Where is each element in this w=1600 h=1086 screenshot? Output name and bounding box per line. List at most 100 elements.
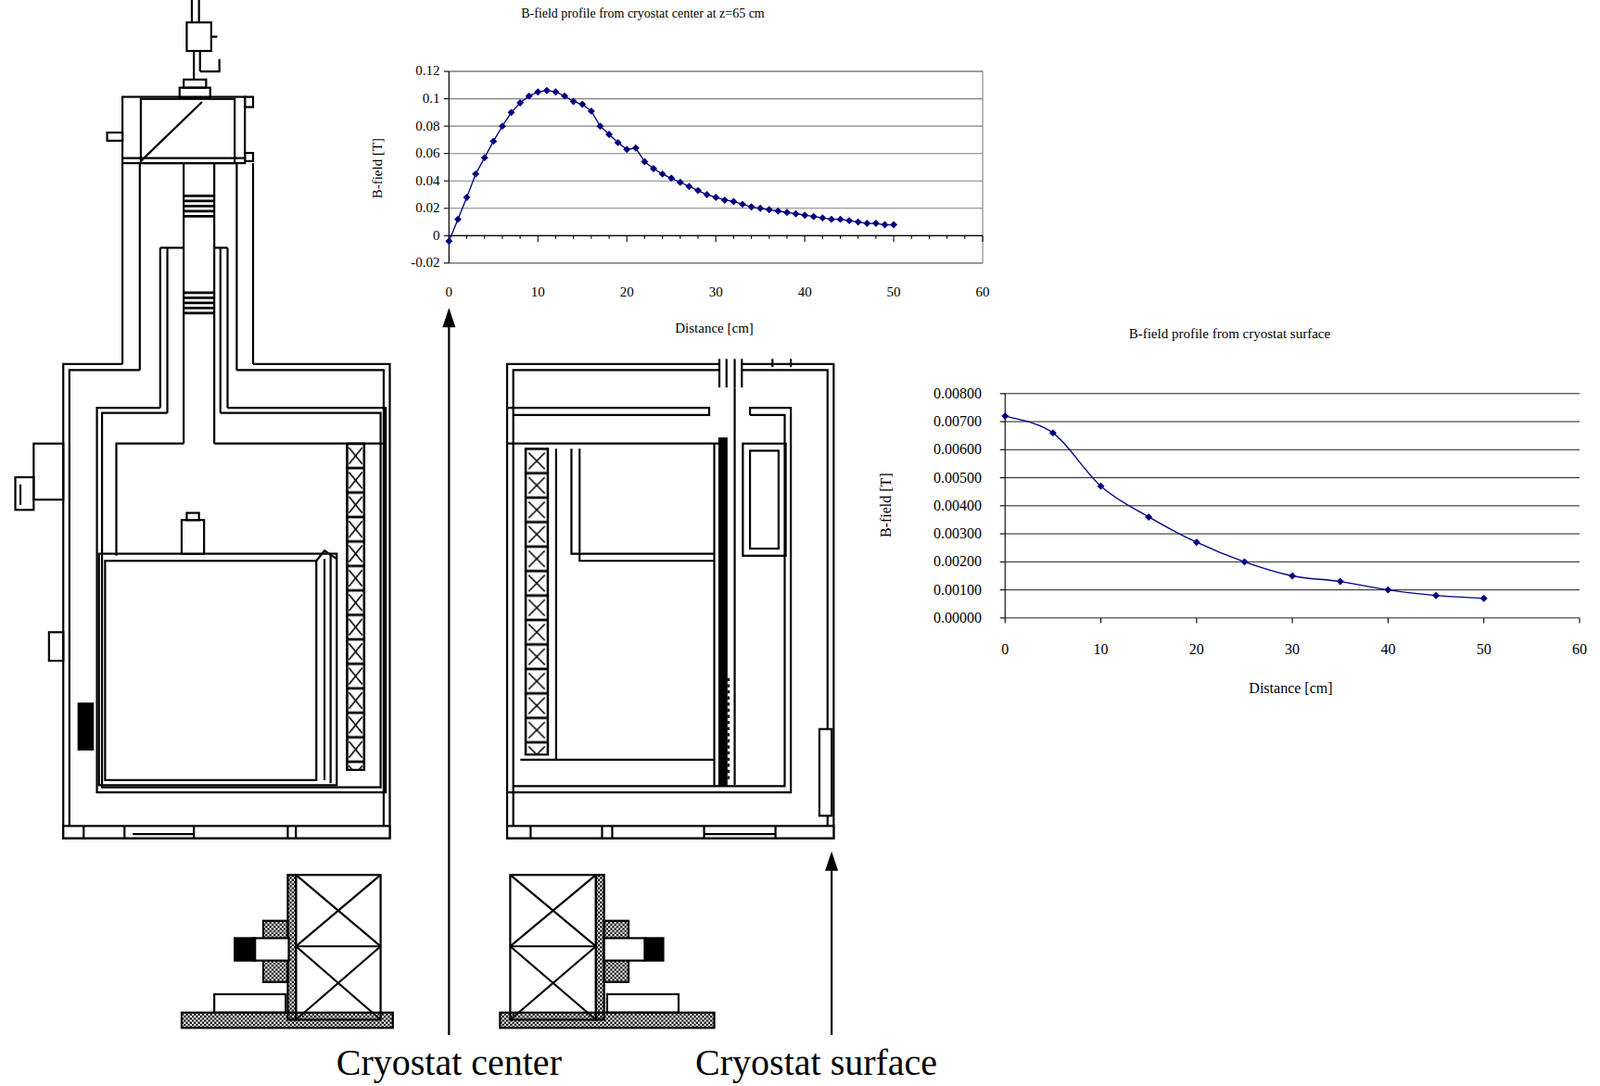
cryostat-left-half-part	[159, 247, 162, 408]
tick-mark	[1100, 618, 1102, 624]
axis-tick-label: 0	[445, 284, 454, 301]
tick-mark	[911, 235, 913, 239]
grid-line	[448, 180, 983, 182]
data-marker	[774, 207, 782, 216]
tick-mark	[1004, 618, 1006, 624]
data-marker	[614, 139, 623, 147]
data-marker	[632, 144, 640, 153]
cryostat-right-half-part	[529, 825, 532, 839]
data-marker	[498, 122, 507, 130]
tick-mark	[1000, 477, 1006, 479]
tick-mark	[1000, 589, 1006, 591]
magnet-coils-part	[604, 938, 646, 961]
cryostat-left-half-part	[122, 97, 245, 165]
cryostat-left-half-part	[115, 444, 184, 557]
tick-mark	[893, 235, 895, 242]
axis-title: Distance [cm]	[1248, 680, 1333, 698]
axis-tick-label: 40	[798, 284, 813, 301]
cryostat-right-half-part	[513, 369, 828, 833]
tick-mark	[626, 235, 628, 242]
plot-area	[448, 71, 983, 264]
cryostat-left-half-part	[165, 247, 168, 413]
data-marker	[863, 219, 871, 228]
chart-title: B-field profile from cryostat surface	[1129, 326, 1331, 343]
cryostat-left-half-part	[63, 825, 390, 839]
cryostat-right-half-part	[712, 444, 715, 787]
data-marker	[685, 182, 693, 191]
tick-mark	[444, 126, 450, 127]
magnet-coils-part	[234, 938, 255, 961]
cryostat-left-half-part	[346, 444, 365, 771]
magnet-coils-part	[295, 875, 381, 1020]
magnet-coils-part	[295, 946, 381, 1020]
data-marker	[1288, 572, 1296, 581]
magnet-coils-part	[596, 875, 605, 1020]
data-marker	[1193, 538, 1201, 547]
y-axis	[1004, 393, 1006, 619]
data-marker	[463, 193, 471, 202]
tick-mark	[444, 70, 450, 72]
cryostat-left-half-part	[286, 825, 289, 839]
tick-mark	[839, 235, 841, 239]
axis-tick-label: 60	[1572, 641, 1588, 659]
cryostat-right-half-part	[507, 407, 710, 416]
data-marker	[578, 101, 586, 109]
cryostat-left-half-part-part	[183, 311, 215, 315]
cryostat-left-half-part	[121, 163, 124, 365]
grid-line	[1004, 505, 1580, 507]
grid-line	[1004, 421, 1580, 423]
tick-mark	[981, 235, 983, 242]
axis-tick-label: 0.00300	[933, 525, 982, 543]
cryostat-left-half-part	[49, 632, 64, 661]
tick-mark	[466, 235, 468, 239]
grid-line	[1004, 393, 1580, 394]
grid-line	[1004, 449, 1580, 451]
cryostat-right-half-part	[749, 450, 779, 549]
cryostat-right-half	[507, 358, 834, 839]
data-marker	[481, 153, 489, 162]
data-marker	[543, 87, 551, 95]
cryostat-right-half-part	[718, 358, 721, 388]
data-marker	[818, 214, 826, 222]
tick-mark	[608, 235, 610, 239]
data-marker	[1432, 592, 1440, 600]
data-marker	[827, 215, 836, 224]
cryostat-left-half-part	[192, 50, 195, 80]
axis-tick-label: 0.00800	[933, 385, 982, 403]
cryostat-left-half-part	[139, 163, 141, 370]
cryostat-left-half-part	[15, 477, 35, 510]
magnet-coils-part	[214, 994, 286, 1014]
data-marker	[667, 174, 675, 182]
axis-tick-label: 0.06	[415, 145, 440, 162]
cryostat-left-half-part	[244, 152, 254, 162]
tick-mark	[1578, 618, 1580, 624]
y-axis	[448, 71, 450, 264]
tick-mark	[444, 98, 450, 100]
data-marker	[711, 193, 720, 202]
cryostat-left-half-part	[33, 444, 64, 501]
cryostat-left-half-part	[252, 163, 254, 365]
cryostat-left-half-part	[323, 558, 326, 781]
data-marker	[854, 218, 863, 227]
axis-tick-label: -0.02	[410, 254, 440, 271]
tick-mark	[679, 235, 681, 239]
cryostat-left-half-part	[78, 703, 93, 750]
tick-mark	[1000, 449, 1006, 451]
cryostat-right-half-part	[555, 448, 558, 761]
data-marker	[792, 210, 800, 218]
cryostat-left-half-part	[69, 369, 384, 833]
cryostat-right-half-part	[507, 443, 720, 445]
cryostat-right-half-part	[727, 678, 730, 781]
cryostat-left-half-part	[192, 825, 195, 839]
data-line	[1004, 416, 1484, 599]
data-marker	[783, 208, 791, 216]
data-marker	[765, 205, 774, 214]
cryostat-left-half-part	[211, 36, 218, 39]
chart-surface	[1000, 393, 1580, 624]
magnet-coils-part	[295, 946, 381, 1020]
pointer-label: Cryostat surface	[695, 1041, 938, 1085]
tick-mark	[964, 235, 966, 239]
data-marker	[570, 98, 578, 106]
cryostat-left-half-part-part	[183, 306, 215, 310]
